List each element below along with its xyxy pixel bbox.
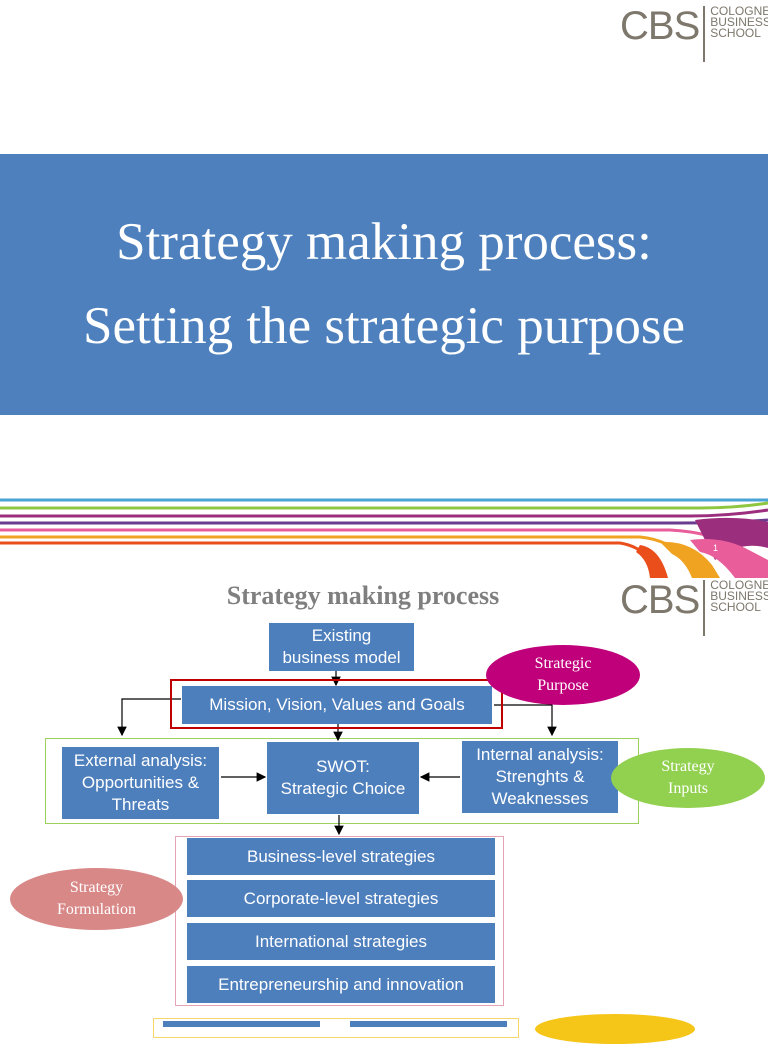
bottom-oval	[535, 1014, 695, 1044]
international-strategies-box: International strategies	[187, 923, 495, 960]
internal-analysis-box: Internal analysis: Strenghts & Weaknesse…	[462, 741, 618, 813]
bottom-box-left	[163, 1021, 320, 1027]
corporate-level-strategies-box: Corporate-level strategies	[187, 880, 495, 917]
entrepreneurship-innovation-box: Entrepreneurship and innovation	[187, 966, 495, 1003]
bottom-box-right	[350, 1021, 507, 1027]
strategic-purpose-oval: Strategic Purpose	[486, 645, 640, 705]
swot-box: SWOT: Strategic Choice	[267, 742, 419, 814]
business-level-strategies-box: Business-level strategies	[187, 838, 495, 875]
external-analysis-box: External analysis: Opportunities & Threa…	[62, 747, 219, 819]
mission-vision-box: Mission, Vision, Values and Goals	[182, 686, 492, 724]
strategy-formulation-oval: Strategy Formulation	[10, 868, 183, 930]
existing-business-model-box: Existing business model	[269, 623, 414, 671]
strategy-inputs-oval: Strategy Inputs	[611, 748, 765, 808]
